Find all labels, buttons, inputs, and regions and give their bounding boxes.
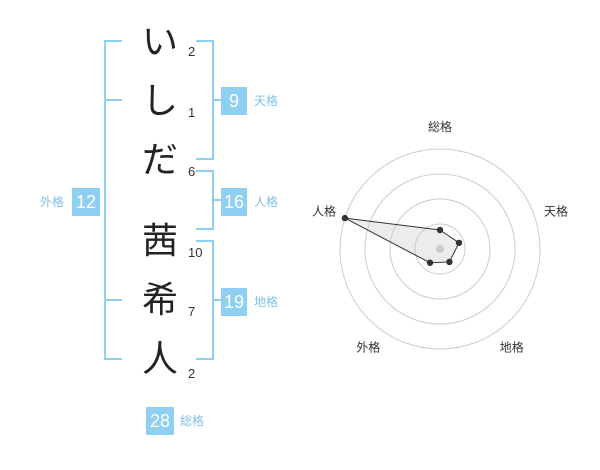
stroke-count-6: 2	[188, 366, 196, 381]
name-char-4: 茜	[141, 221, 178, 262]
radar-point-4	[426, 259, 434, 266]
radar-polygon	[344, 217, 460, 264]
radar-ring-3	[364, 173, 516, 325]
radar-ring-2	[389, 198, 491, 300]
radar-label-1: 総格	[428, 119, 452, 134]
radar-point-3	[446, 258, 453, 266]
chikaku-connector	[212, 299, 222, 301]
radar-point-1	[436, 226, 444, 234]
name-char-2: し	[141, 81, 178, 122]
stroke-count-4: 10	[188, 245, 203, 260]
gaikaku-value: 12	[72, 188, 100, 216]
gaikaku-bracket	[104, 40, 122, 360]
radar-ring-1	[414, 223, 466, 275]
radar-label-3: 地格	[500, 340, 524, 355]
radar-label-4: 外格	[356, 340, 380, 355]
name-char-1: い	[141, 22, 178, 63]
stroke-count-2: 1	[188, 105, 196, 120]
tenkaku-value: 9	[221, 87, 247, 115]
radar-point-5	[341, 214, 349, 222]
radar-center-dot	[436, 245, 444, 253]
radar-ring-4	[339, 148, 541, 350]
tenkaku-connector	[212, 99, 222, 101]
jinkaku-connector	[212, 199, 222, 201]
soukaku-value: 28	[146, 407, 174, 435]
name-char-5: 希	[141, 280, 178, 321]
gaikaku-bracket-tick-bottom	[104, 299, 122, 301]
tenkaku-label: 天格	[254, 94, 279, 108]
chikaku-label: 地格	[254, 295, 279, 309]
jinkaku-label: 人格	[254, 195, 279, 209]
radar-point-2	[455, 239, 463, 247]
radar-label-5: 人格	[312, 203, 336, 218]
name-char-3: だ	[141, 140, 178, 181]
gaikaku-bracket-tick-top	[104, 99, 122, 101]
radar-label-2: 天格	[544, 203, 568, 218]
soukaku-label: 総格	[180, 414, 205, 428]
radar-points	[341, 214, 463, 266]
stroke-count-3: 6	[188, 164, 196, 179]
stroke-count-1: 2	[188, 44, 196, 59]
name-char-6: 人	[141, 339, 178, 380]
stroke-count-5: 7	[188, 304, 196, 319]
chikaku-value: 19	[221, 288, 247, 316]
gaikaku-label: 外格	[40, 195, 65, 209]
jinkaku-value: 16	[221, 188, 247, 216]
